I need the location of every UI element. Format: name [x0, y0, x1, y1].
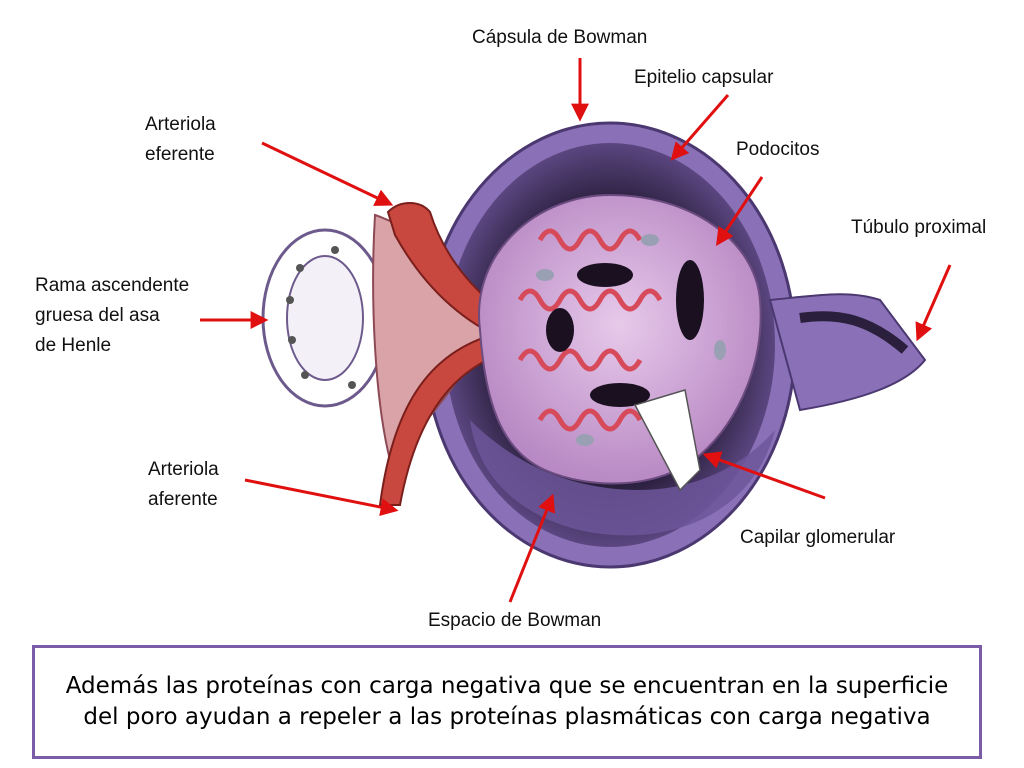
label-capilar-glomerular: Capilar glomerular: [740, 527, 896, 548]
label-arteriola-eferente-line1: Arteriola: [145, 114, 216, 135]
label-arteriola-aferente-line2: aferente: [148, 489, 218, 510]
glomerular-capillary: [517, 288, 663, 312]
arrow-tubulo-proximal: [915, 264, 952, 342]
label-capsula-bowman: Cápsula de Bowman: [472, 27, 648, 48]
glomerular-capillary: [537, 408, 643, 432]
label-rama-line1: Rama ascendente: [35, 275, 190, 296]
label-rama-line3: de Henle: [35, 335, 112, 356]
arrow-espacio-bowman: [508, 493, 556, 603]
arrow-arteriola-eferente: [261, 141, 394, 206]
label-epitelio-capsular: Epitelio capsular: [634, 67, 774, 88]
renal-corpuscle-diagram: [200, 58, 952, 603]
label-arrows: [200, 58, 952, 603]
glomerulus: [478, 193, 762, 492]
glomerular-capillary: [517, 348, 643, 372]
label-podocitos: Podocitos: [736, 139, 820, 160]
label-espacio-bowman: Espacio de Bowman: [428, 610, 602, 631]
arrow-arteriola-aferente: [244, 478, 399, 517]
label-arteriola-aferente-line1: Arteriola: [148, 459, 219, 480]
label-arteriola-eferente-line2: eferente: [145, 144, 215, 165]
arrow-epitelio-capsular: [670, 94, 730, 161]
arrow-podocitos: [716, 176, 764, 246]
caption-text: Además las proteínas con carga negativa …: [65, 673, 949, 730]
label-tubulo-proximal: Túbulo proximal: [851, 217, 987, 238]
glomerular-capillary: [537, 228, 643, 252]
caption-box: Además las proteínas con carga negativa …: [32, 645, 982, 759]
thick-ascending-limb: [261, 228, 389, 408]
arrow-capilar-glomerular: [702, 451, 826, 500]
label-rama-line2: gruesa del asa: [35, 305, 160, 326]
